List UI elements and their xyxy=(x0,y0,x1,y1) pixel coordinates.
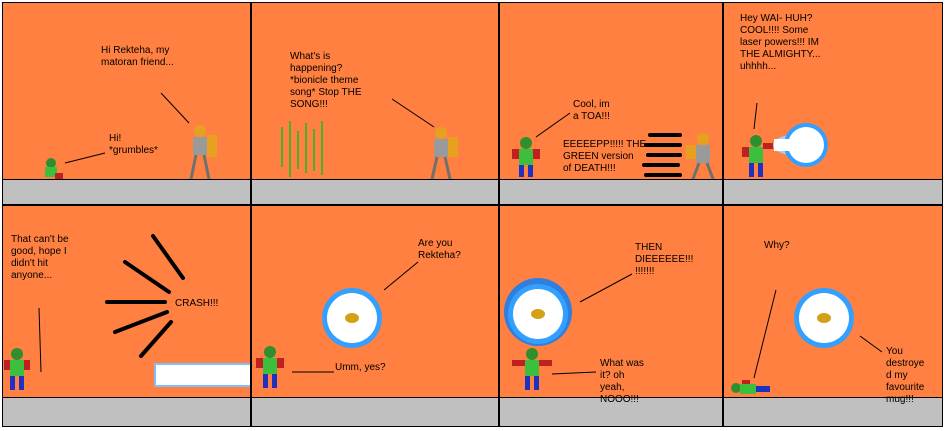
speech-green-toa: Hey WAI- HUH? COOL!!!! Some laser powers… xyxy=(740,13,821,72)
speech-orb: You destroye d my favourite mug!!! xyxy=(886,346,925,405)
energy-orb xyxy=(504,278,572,346)
panel-1: Hi Rekteha, my matoran friend... Hi! *gr… xyxy=(2,2,251,205)
energy-orb xyxy=(322,288,382,348)
ground xyxy=(724,179,942,204)
panel-8: Why? You destroye d my favourite mug!!! xyxy=(723,205,943,427)
speech-green-toa: Cool, im a TOA!!! xyxy=(573,99,610,122)
gold-toa-figure xyxy=(686,133,715,180)
ground xyxy=(724,397,942,426)
speech-green-toa: Umm, yes? xyxy=(335,362,386,373)
speech-matoran: Hi! *grumbles* xyxy=(109,133,158,156)
speech-gold-toa: Hi Rekteha, my matoran friend... xyxy=(101,45,174,68)
speed-lines xyxy=(642,133,682,177)
energy-orb xyxy=(794,288,854,348)
panel-1-drawing xyxy=(45,92,217,180)
panel-5-drawing xyxy=(4,234,250,390)
panel-7-drawing xyxy=(504,273,633,390)
speech-gold-toa: EEEEEPP!!!!! THE GREEN version of DEATH!… xyxy=(563,139,647,174)
panel-2: What's is happening? *bionicle theme son… xyxy=(251,2,499,205)
panel-3-drawing xyxy=(512,112,715,180)
panel-7: THEN DIEEEEEE!!! !!!!!!! What was it? oh… xyxy=(499,205,723,427)
matoran-figure xyxy=(45,158,63,179)
crash-lines xyxy=(105,234,185,358)
ground xyxy=(500,179,722,204)
green-toa-figure xyxy=(4,348,30,390)
speech-orb: Are you Rekteha? xyxy=(418,238,461,261)
green-toa-figure xyxy=(742,135,773,177)
panel-4-drawing xyxy=(742,102,828,177)
ground xyxy=(3,397,250,426)
gold-toa-figure xyxy=(189,125,217,180)
crash-sound-effect: CRASH!!! xyxy=(175,298,219,309)
panel-6-drawing xyxy=(256,261,419,388)
green-light-beams xyxy=(281,121,323,177)
ground xyxy=(252,397,498,426)
laser-beam xyxy=(773,123,828,167)
panel-5: That can't be good, hope I didn't hit an… xyxy=(2,205,251,427)
panel-8-drawing xyxy=(731,288,883,394)
panel-4: Hey WAI- HUH? COOL!!!! Some laser powers… xyxy=(723,2,943,205)
speech-gold-toa: What's is happening? *bionicle theme son… xyxy=(290,51,362,110)
ground xyxy=(252,179,498,204)
gold-toa-figure xyxy=(430,127,458,180)
panel-2-drawing xyxy=(281,98,458,180)
panel-3: Cool, im a TOA!!! EEEEEPP!!!!! THE GREEN… xyxy=(499,2,723,205)
laser-beam xyxy=(154,363,250,387)
fallen-green-toa-figure xyxy=(731,380,770,394)
speech-green-toa: Why? xyxy=(764,240,790,251)
speech-orb: THEN DIEEEEEE!!! !!!!!!! xyxy=(635,242,694,277)
ground xyxy=(3,179,250,204)
speech-green-toa: That can't be good, hope I didn't hit an… xyxy=(11,234,69,281)
green-toa-figure xyxy=(512,137,540,177)
panel-6: Are you Rekteha? Umm, yes? xyxy=(251,205,499,427)
green-toa-figure xyxy=(512,348,552,390)
green-toa-figure xyxy=(256,346,284,388)
speech-green-toa: What was it? oh yeah, NOOO!!! xyxy=(600,358,644,405)
ground xyxy=(500,397,722,426)
